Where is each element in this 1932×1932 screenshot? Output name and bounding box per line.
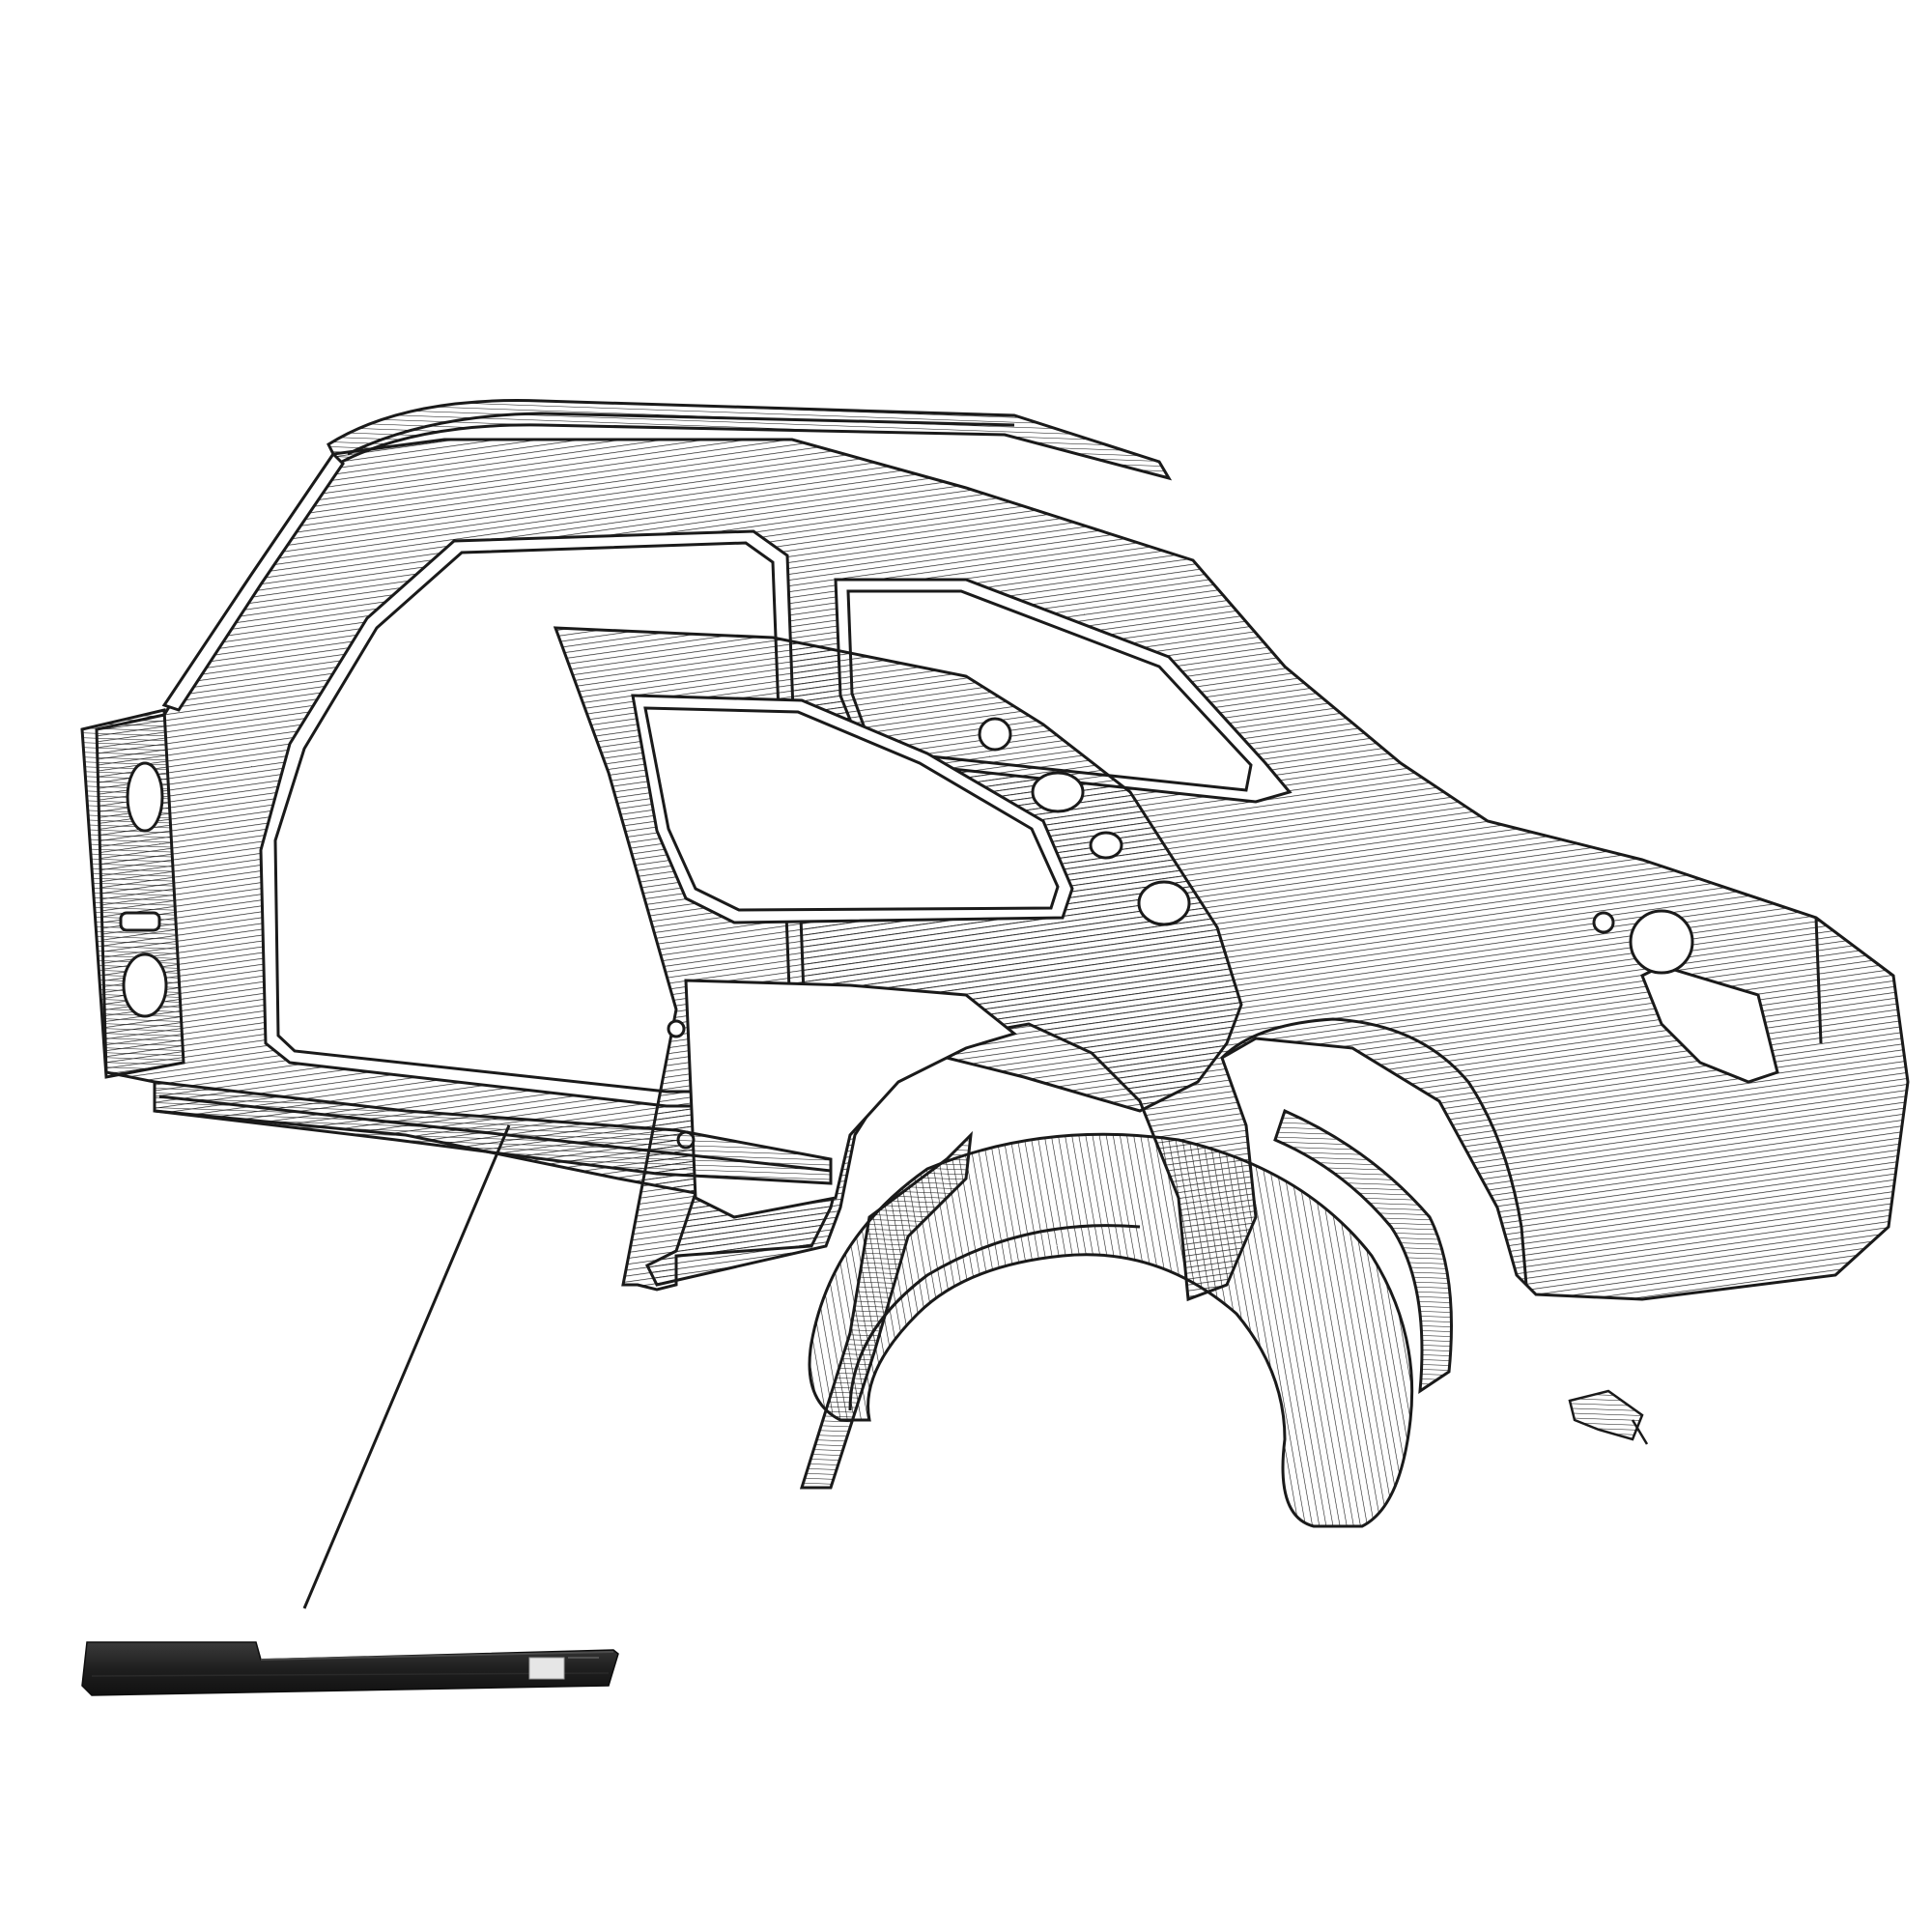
small-bracket — [1568, 1389, 1649, 1445]
rear-wheel-arch — [799, 1108, 1453, 1528]
rocker-sill — [153, 1080, 833, 1185]
inner-b-pillar-frame — [553, 626, 1243, 1292]
rocker-panel-part — [81, 1641, 619, 1696]
part-label-sticker — [528, 1657, 565, 1680]
callout-line — [302, 1124, 511, 1609]
roof-rail — [327, 399, 1173, 481]
